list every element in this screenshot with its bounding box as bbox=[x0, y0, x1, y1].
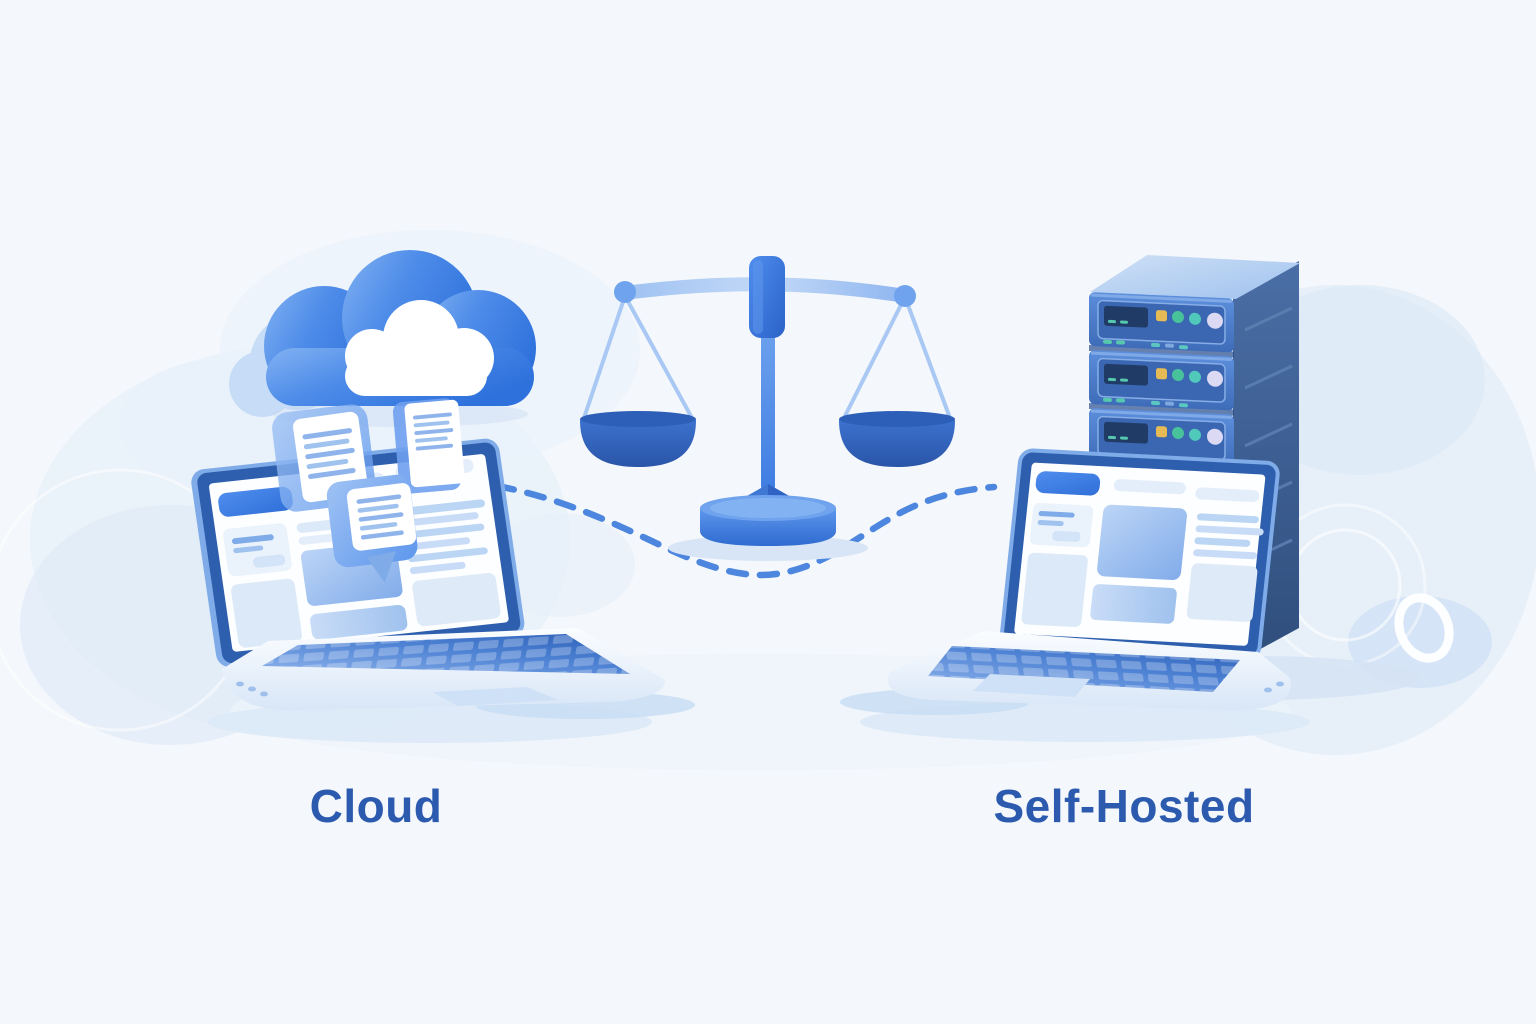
ui-primary-button bbox=[1035, 471, 1101, 496]
ui-panel bbox=[1021, 552, 1088, 627]
cloud-label: Cloud bbox=[309, 780, 443, 832]
document-icon bbox=[404, 399, 465, 488]
scale-pan-right bbox=[839, 411, 955, 467]
ui-text-lines bbox=[401, 499, 488, 575]
scale-pan-left bbox=[580, 411, 696, 467]
laptop-screen bbox=[999, 448, 1280, 660]
side-ports bbox=[236, 681, 268, 697]
ui-image-block bbox=[1097, 504, 1187, 580]
speech-tail bbox=[366, 551, 396, 583]
dashed-connection-line bbox=[493, 482, 998, 579]
screen-ui bbox=[218, 458, 501, 648]
scale-pillar bbox=[761, 320, 775, 492]
beam-knob-right bbox=[894, 285, 916, 307]
cloud-inner-white bbox=[345, 300, 494, 396]
ui-panel bbox=[231, 578, 302, 648]
laptop-base bbox=[887, 631, 1291, 711]
chat-document-icon bbox=[346, 483, 417, 551]
document-icon bbox=[293, 411, 369, 503]
decorative-ring bbox=[1394, 593, 1454, 663]
selfhosted-label: Self-Hosted bbox=[993, 780, 1255, 832]
balance-scale-icon bbox=[580, 256, 955, 561]
side-ports bbox=[1264, 681, 1284, 693]
laptop-cloud bbox=[191, 398, 695, 743]
scale-strings bbox=[582, 294, 952, 420]
laptop-selfhosted bbox=[840, 448, 1310, 742]
server-top bbox=[1090, 255, 1300, 299]
screen-ui bbox=[1021, 471, 1264, 627]
trackpad bbox=[973, 674, 1090, 697]
ui-text-lines bbox=[1193, 513, 1264, 560]
laptop-base bbox=[222, 628, 665, 711]
trackpad bbox=[432, 687, 558, 706]
beam-knob-left bbox=[614, 281, 636, 303]
floating-documents bbox=[272, 398, 465, 583]
ui-primary-button bbox=[218, 486, 293, 517]
